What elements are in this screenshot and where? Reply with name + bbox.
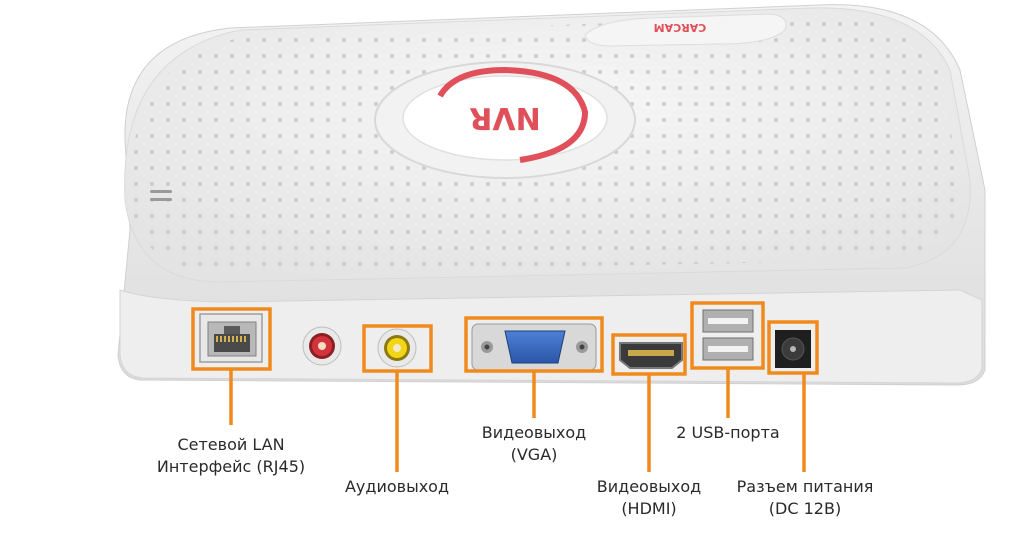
nvr-logo-emblem: NVR [374, 61, 636, 179]
hdmi-label-line-2: (HDMI) [621, 499, 677, 518]
usb-label-line-1: 2 USB-порта [676, 423, 780, 442]
lan-port [199, 313, 263, 363]
audio-label-line-1: Аудиовыход [344, 477, 450, 496]
vga-port [471, 323, 597, 371]
brand-plate: CARCAM [584, 13, 787, 47]
rca-yellow-port [377, 328, 417, 368]
vga-label: Видеовыход (VGA) [462, 422, 606, 466]
nvr-logo-text: NVR [469, 100, 540, 135]
lan-label-line-1: Сетевой LAN [177, 435, 285, 454]
usb-label: 2 USB-порта [656, 422, 800, 444]
hdmi-label-line-1: Видеовыход [596, 477, 702, 496]
hdmi-port [619, 342, 683, 369]
power-label: Разъем питания (DC 12В) [722, 476, 888, 520]
brand-logo-text: CARCAM [654, 21, 707, 34]
hdmi-label: Видеовыход (HDMI) [578, 476, 720, 520]
power-label-line-1: Разъем питания [736, 477, 874, 496]
vga-label-line-1: Видеовыход [481, 423, 587, 442]
vga-label-line-2: (VGA) [510, 445, 558, 464]
power-callout-frame [767, 320, 819, 375]
power-label-line-2: (DC 12В) [768, 499, 842, 518]
audio-label: Аудиовыход [328, 476, 466, 498]
lan-label: Сетевой LAN Интерфейс (RJ45) [138, 434, 324, 478]
dc-power-jack [775, 330, 811, 368]
callouts [191, 301, 819, 472]
lan-label-line-2: Интерфейс (RJ45) [156, 457, 306, 476]
rca-red-port [302, 326, 342, 366]
usb-ports [702, 309, 754, 361]
